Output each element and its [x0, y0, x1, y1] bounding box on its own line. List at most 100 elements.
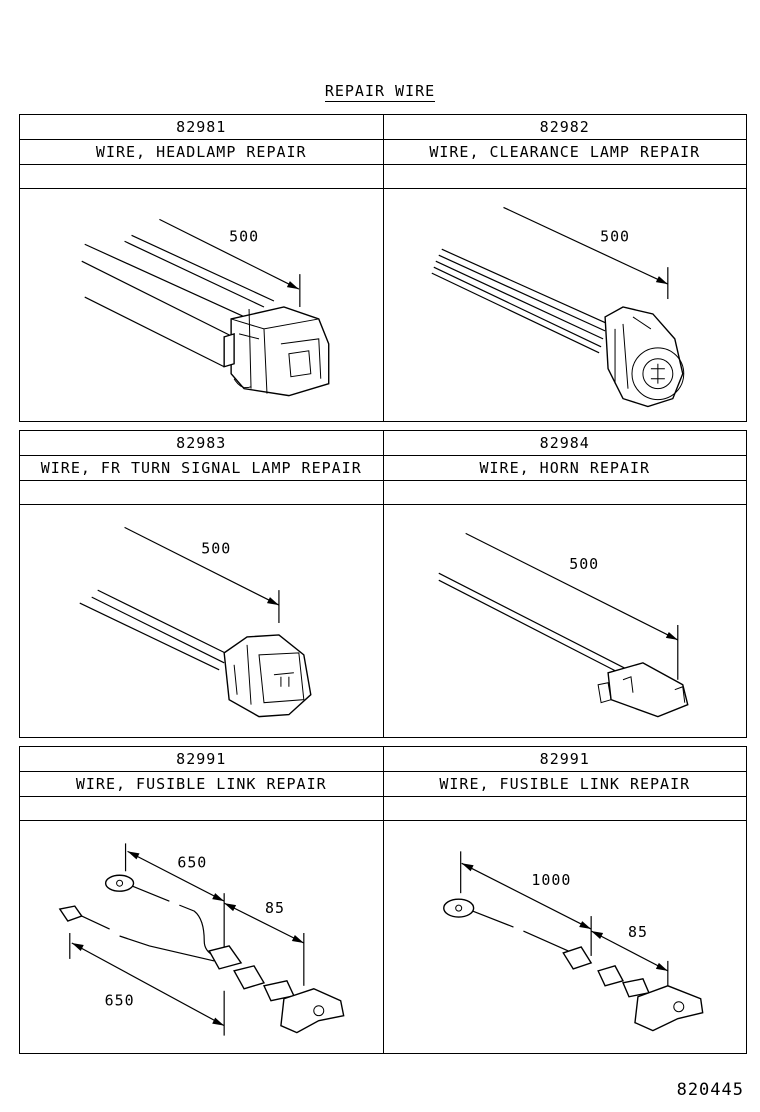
- connector-body: [603, 306, 683, 408]
- blank-row: [20, 797, 746, 821]
- connector-detail: [614, 316, 651, 389]
- illustration-row: 500 500: [20, 189, 746, 421]
- dimension-label: 85: [627, 923, 647, 941]
- dimension-label: 650: [177, 853, 207, 871]
- turn-signal-connector-drawing: 500: [79, 526, 312, 718]
- wire: [433, 266, 601, 348]
- ring-terminal: [104, 874, 135, 892]
- dimension-line: [223, 902, 305, 944]
- part-number-row: 82981 82982: [20, 115, 746, 140]
- dimension-arrow: [665, 631, 678, 640]
- dimension-label: 1000: [531, 871, 571, 889]
- ring-terminal-hole: [454, 904, 462, 912]
- blank-cell: [382, 481, 747, 504]
- dimension-line: [460, 862, 591, 930]
- blank-cell: [20, 797, 383, 820]
- wire: [435, 260, 603, 340]
- battery-terminal: [280, 988, 345, 1034]
- dimension-arrow: [266, 597, 279, 606]
- parts-block-3: 82991 82991 WIRE, FUSIBLE LINK REPAIR WI…: [19, 746, 747, 1054]
- dimension-line: [590, 930, 668, 972]
- wire: [438, 572, 628, 671]
- wire: [81, 915, 215, 962]
- illustration-fusible-link-left: 650 85 650: [20, 821, 383, 1053]
- wire: [91, 596, 225, 664]
- parts-block-1: 82981 82982 WIRE, HEADLAMP REPAIR WIRE, …: [19, 114, 747, 422]
- blank-cell: [20, 165, 383, 188]
- part-number-82991-left: 82991: [176, 750, 227, 768]
- ring-terminal: [442, 898, 474, 918]
- part-name-row: WIRE, HEADLAMP REPAIR WIRE, CLEARANCE LA…: [20, 140, 746, 165]
- dimension-arrow: [590, 931, 603, 939]
- headlamp-connector-drawing: 500: [81, 218, 330, 397]
- ring-terminal-hole: [116, 879, 124, 887]
- wire: [131, 234, 275, 302]
- part-number-row: 82991 82991: [20, 747, 746, 772]
- connector-latch: [233, 378, 252, 389]
- dimension-line: [127, 850, 225, 902]
- wire: [438, 254, 605, 332]
- wire: [97, 589, 230, 656]
- wire: [438, 579, 623, 676]
- dimension-line: [159, 218, 300, 290]
- dimension-arrow: [461, 863, 474, 872]
- illustration-turn-signal: 500: [20, 505, 383, 737]
- wire: [79, 602, 220, 671]
- connector-detail: [597, 676, 685, 704]
- part-name-horn: WIRE, HORN REPAIR: [382, 456, 747, 480]
- blank-cell: [382, 797, 747, 820]
- fuse-link-sleeve: [596, 965, 624, 987]
- illustration-horn: 500: [382, 505, 747, 737]
- illustration-fusible-link-right: 1000 85: [382, 821, 747, 1053]
- wire: [84, 243, 250, 320]
- dimension-label: 650: [105, 992, 135, 1010]
- wire: [81, 260, 238, 340]
- dimension-arrow: [291, 935, 304, 943]
- dimension-arrow: [212, 1017, 225, 1026]
- part-number-82984: 82984: [382, 431, 747, 455]
- illustration-clearance-lamp: 500: [382, 189, 747, 421]
- wire: [84, 296, 225, 368]
- connector-socket: [630, 347, 684, 401]
- fusible-link-drawing-right: 1000 85: [442, 851, 703, 1032]
- connector-detail: [230, 308, 322, 394]
- dimension-arrow: [212, 893, 225, 902]
- dimension-label: 500: [201, 539, 231, 557]
- part-name-headlamp: WIRE, HEADLAMP REPAIR: [95, 143, 307, 161]
- blank-row: [20, 165, 746, 189]
- connector-pins: [650, 363, 665, 384]
- wire: [471, 910, 583, 958]
- connector-latch: [223, 332, 235, 368]
- illustration-headlamp: 500: [20, 189, 383, 421]
- dimension-label: 500: [569, 555, 599, 573]
- battery-terminal: [633, 985, 703, 1032]
- wire: [441, 248, 608, 325]
- page-number: 820445: [676, 1080, 744, 1100]
- connector-body: [230, 306, 330, 397]
- part-number-82982: 82982: [382, 115, 747, 139]
- page-title-text: REPAIR WIRE: [324, 82, 436, 102]
- dimension-line: [71, 942, 225, 1027]
- dimension-arrow: [655, 962, 668, 971]
- fuse-link-sleeve: [561, 946, 592, 970]
- battery-terminal-hole: [313, 1005, 325, 1017]
- blank-cell: [382, 165, 747, 188]
- dimension-arrow: [578, 921, 591, 930]
- part-name-row: WIRE, FR TURN SIGNAL LAMP REPAIR WIRE, H…: [20, 456, 746, 481]
- part-name-clearance-lamp: WIRE, CLEARANCE LAMP REPAIR: [382, 140, 747, 164]
- dimension-arrow: [655, 276, 668, 285]
- part-number-82983: 82983: [176, 434, 227, 452]
- dimension-arrow: [224, 903, 237, 912]
- blank-cell: [20, 481, 383, 504]
- illustration-row: 500 500: [20, 505, 746, 737]
- illustration-row: 650 85 650: [20, 821, 746, 1053]
- wire: [124, 240, 265, 308]
- dimension-line: [124, 526, 280, 606]
- part-name-fusible-link-left: WIRE, FUSIBLE LINK REPAIR: [75, 775, 327, 793]
- connector-body: [223, 634, 312, 718]
- dimension-line: [464, 532, 678, 641]
- dimension-arrow: [286, 281, 299, 290]
- dimension-arrow: [127, 851, 140, 860]
- part-name-row: WIRE, FUSIBLE LINK REPAIR WIRE, FUSIBLE …: [20, 772, 746, 797]
- dimension-line: [502, 206, 668, 285]
